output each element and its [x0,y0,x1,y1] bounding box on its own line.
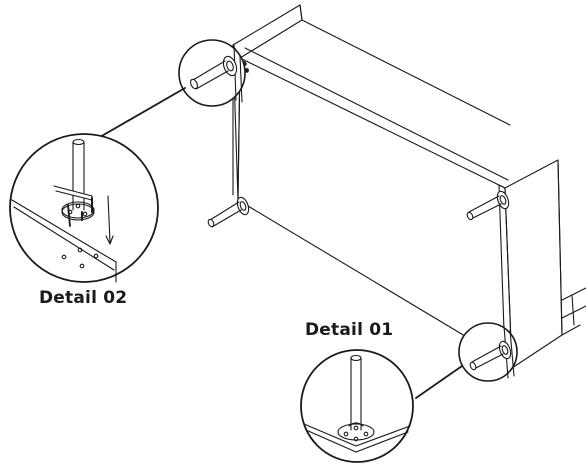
detail-02-circle [9,133,159,283]
left-side-panel [232,4,303,201]
callout-circle-bottom [458,322,518,382]
leader-line-detail-02 [92,87,186,142]
leader-line-detail-01 [415,365,463,399]
arrow-down-icon [105,195,114,245]
detail-01-circle [300,349,414,463]
leg-pin-icon [466,190,510,221]
cabinet-body [232,4,586,369]
hex-key-icon [53,185,93,227]
callout-circle-top [178,39,249,107]
detail-02-label: Detail 02 [39,288,128,308]
detail-01-label: Detail 01 [305,320,394,340]
leg-pin-icon [207,196,250,228]
